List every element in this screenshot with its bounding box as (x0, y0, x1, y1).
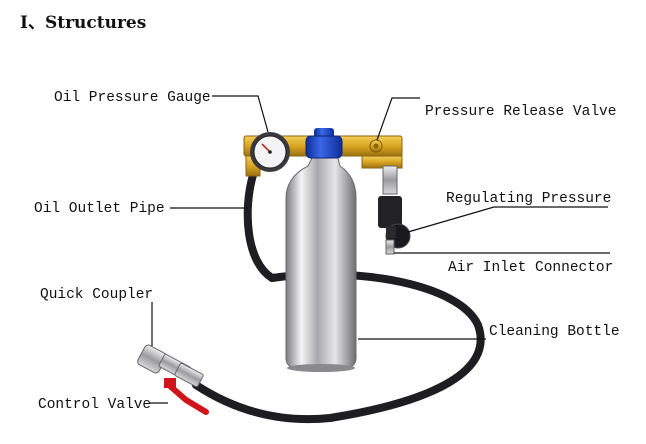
leader-oil-pressure-gauge (212, 96, 268, 132)
label-control-valve: Control Valve (38, 397, 151, 413)
label-oil-outlet-pipe: Oil Outlet Pipe (34, 201, 165, 217)
cleaning-bottle (286, 158, 356, 372)
regulating-pressure-knob (378, 166, 410, 248)
label-pressure-release-valve: Pressure Release Valve (425, 104, 616, 120)
label-quick-coupler: Quick Coupler (40, 287, 153, 303)
label-cleaning-bottle: Cleaning Bottle (489, 324, 620, 340)
label-regulating-pressure: Regulating Pressure (446, 191, 611, 207)
label-air-inlet-connector: Air Inlet Connector (448, 260, 613, 276)
oil-pressure-gauge (250, 132, 290, 172)
leader-regulating-pressure (408, 207, 608, 232)
leader-pressure-release-valve (377, 98, 420, 140)
oil-outlet-hose (248, 175, 272, 278)
label-oil-pressure-gauge: Oil Pressure Gauge (54, 90, 211, 106)
air-inlet-connector (386, 240, 394, 254)
pressure-release-valve (370, 140, 382, 152)
bottle-cap (306, 128, 342, 158)
